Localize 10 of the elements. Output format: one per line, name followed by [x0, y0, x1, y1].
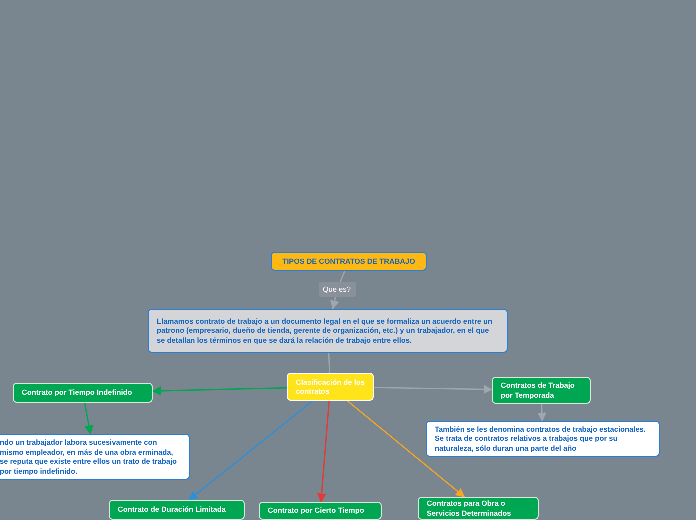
arrow — [374, 385, 493, 394]
arrow — [347, 400, 466, 498]
arrow — [188, 400, 314, 501]
connector-line — [328, 352, 331, 374]
arrow — [538, 404, 547, 422]
arrow — [152, 386, 288, 396]
connector-line — [340, 270, 346, 282]
arrow — [330, 296, 340, 310]
arrow — [84, 402, 94, 435]
arrow — [317, 400, 330, 503]
